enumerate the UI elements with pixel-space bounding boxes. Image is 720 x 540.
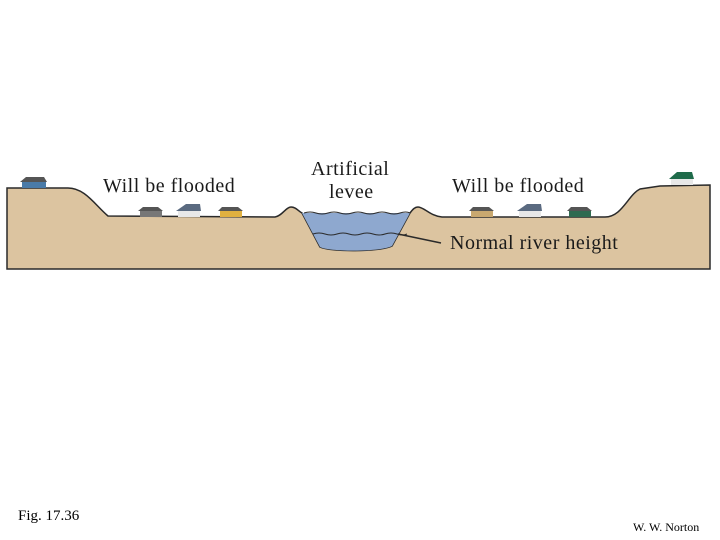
house-icon xyxy=(567,207,592,217)
river-height-label: Normal river height xyxy=(450,232,619,254)
house-icon xyxy=(669,172,694,185)
house-icon xyxy=(176,204,201,217)
figure-number: Fig. 17.36 xyxy=(18,508,80,524)
house-icon xyxy=(517,204,542,217)
river-water xyxy=(302,213,410,251)
normal-river-line xyxy=(312,232,408,236)
flooded-label-right: Will be flooded xyxy=(452,175,585,197)
house-icon xyxy=(138,207,163,217)
house-icon xyxy=(20,177,47,188)
levee-label-line1: Artificial xyxy=(311,158,390,180)
house-icon xyxy=(218,207,243,217)
publisher-credit: W. W. Norton xyxy=(633,520,700,534)
house-icon xyxy=(469,207,494,217)
river-height-pointer xyxy=(397,233,442,244)
flood-water-line xyxy=(303,211,411,215)
levee-label-line2: levee xyxy=(329,181,374,203)
flooded-label-left: Will be flooded xyxy=(103,175,236,197)
